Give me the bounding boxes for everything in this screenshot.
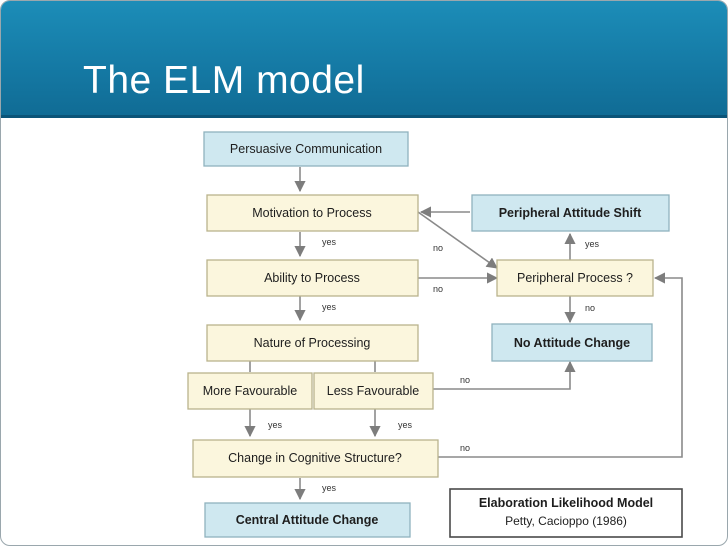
peripheral-process-label: Peripheral Process ? [517,271,633,285]
peripheral-yes-label: yes [585,239,600,249]
less-favourable-box [313,372,434,410]
ability-yes-label: yes [322,302,337,312]
cognitive-box [192,439,439,478]
edge-labels: yes no yes no yes yes no no yes yes no [268,237,600,493]
cognitive-label: Change in Cognitive Structure? [228,451,402,465]
ability-box [206,259,419,297]
legend-citation: Petty, Cacioppo (1986) [505,514,627,528]
less-favourable-label: Less Favourable [327,384,419,398]
motivation-no-label: no [433,243,443,253]
cognitive-no-label: no [460,443,470,453]
central-attitude-box [204,502,411,538]
no-attitude-box [491,323,653,362]
nature-label: Nature of Processing [254,336,371,350]
slide-title: The ELM model [83,59,365,102]
title-bar: The ELM model [1,1,727,118]
edge-cognitive-no [438,272,683,458]
nature-box [206,324,419,362]
no-attitude-label: No Attitude Change [514,336,630,350]
motivation-label: Motivation to Process [252,206,372,220]
peripheral-shift-label: Peripheral Attitude Shift [499,206,642,220]
motivation-yes-label: yes [322,237,337,247]
persuasive-box [203,131,409,167]
cognitive-yes-label: yes [322,483,337,493]
persuasive-label: Persuasive Communication [230,142,382,156]
nature-no-label: no [460,375,470,385]
ability-label: Ability to Process [264,271,360,285]
node-labels: Persuasive Communication Motivation to P… [203,142,642,527]
less-fav-yes-label: yes [398,420,413,430]
edge-motivation-no [417,211,498,269]
process-boxes [187,194,654,478]
peripheral-shift-box [471,194,670,232]
more-fav-yes-label: yes [268,420,283,430]
edge-nature-no [433,360,576,390]
legend-box [449,488,683,538]
legend-title: Elaboration Likelihood Model [479,496,653,510]
more-favourable-box [187,372,313,410]
more-favourable-label: More Favourable [203,384,298,398]
central-attitude-label: Central Attitude Change [236,513,379,527]
peripheral-no-label: no [585,303,595,313]
connectors [244,167,683,501]
outcome-boxes [203,131,670,538]
peripheral-process-box [496,259,654,297]
motivation-box [206,194,419,232]
ability-no-label: no [433,284,443,294]
